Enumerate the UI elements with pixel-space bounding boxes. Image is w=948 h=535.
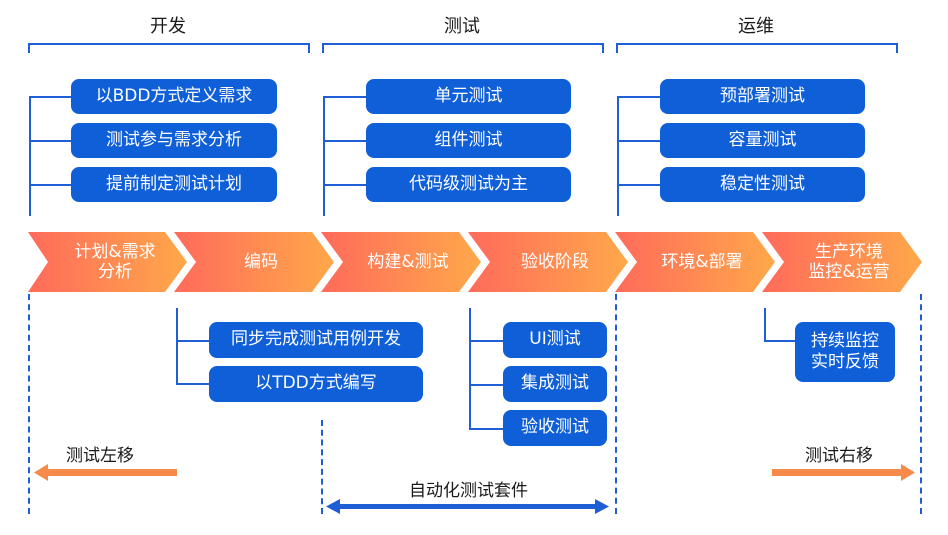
connector [323, 184, 366, 186]
connector [617, 96, 660, 98]
stage-label-accept: 验收阶段 [521, 251, 589, 272]
phase-bracket-dev [28, 43, 310, 53]
ops-item-predeploy: 预部署测试 [660, 79, 865, 114]
shift-left-label: 测试左移 [66, 446, 134, 466]
connector [176, 383, 209, 385]
phase-bracket-ops [616, 43, 898, 53]
guide-left [28, 294, 30, 514]
guide-test-start [321, 420, 323, 514]
stage-label-build: 构建&测试 [367, 251, 449, 272]
connector [469, 340, 503, 342]
connector [176, 340, 209, 342]
shift-right-label: 测试右移 [805, 446, 873, 466]
phase-title-ops: 运维 [738, 16, 774, 37]
phase-title-dev: 开发 [150, 16, 186, 37]
accept-item-ui: UI测试 [503, 322, 607, 358]
accept-item-integration: 集成测试 [503, 366, 607, 402]
ops-item-stability: 稳定性测试 [660, 167, 865, 202]
connector [617, 184, 660, 186]
connector [764, 340, 795, 342]
stage-chevron-prod [762, 232, 922, 292]
stage-chevron-build [321, 232, 481, 292]
accept-item-acceptance: 验收测试 [503, 410, 607, 446]
stage-label-deploy: 环境&部署 [661, 251, 743, 272]
connector [323, 140, 366, 142]
stage-label-prod: 生产环境 监控&运营 [808, 241, 890, 282]
tree-line-acceptance [469, 308, 471, 430]
tree-line-test [323, 96, 325, 216]
guide-right [920, 294, 922, 514]
test-item-component: 组件测试 [366, 123, 571, 158]
ops-item-capacity: 容量测试 [660, 123, 865, 158]
test-item-unit: 单元测试 [366, 79, 571, 114]
connector [469, 428, 503, 430]
dev-item-plan: 提前制定测试计划 [71, 167, 277, 202]
tree-line-dev [29, 96, 31, 216]
phase-title-test: 测试 [444, 16, 480, 37]
connector [29, 184, 71, 186]
dev-item-bdd: 以BDD方式定义需求 [71, 79, 277, 114]
automation-label: 自动化测试套件 [409, 481, 528, 501]
dev-item-analysis: 测试参与需求分析 [71, 123, 277, 158]
prod-item-monitor: 持续监控 实时反馈 [795, 322, 895, 382]
connector [29, 140, 71, 142]
test-item-code: 代码级测试为主 [366, 167, 571, 202]
stage-chevron-plan [28, 232, 187, 292]
connector [617, 140, 660, 142]
stage-label-plan: 计划&需求 分析 [74, 241, 156, 282]
connector [469, 384, 503, 386]
phase-bracket-test [322, 43, 604, 53]
connector [323, 96, 366, 98]
coding-item-tdd: 以TDD方式编写 [209, 366, 423, 402]
tree-line-production [764, 308, 766, 342]
stage-chevron-deploy [615, 232, 775, 292]
guide-test-end [615, 294, 617, 514]
stage-label-code: 编码 [244, 251, 278, 272]
tree-line-ops [617, 96, 619, 216]
stage-chevron-code [174, 232, 334, 292]
stage-chevron-accept [468, 232, 628, 292]
connector [29, 96, 71, 98]
tree-line-coding [176, 308, 178, 384]
coding-item-testcases: 同步完成测试用例开发 [209, 322, 423, 358]
